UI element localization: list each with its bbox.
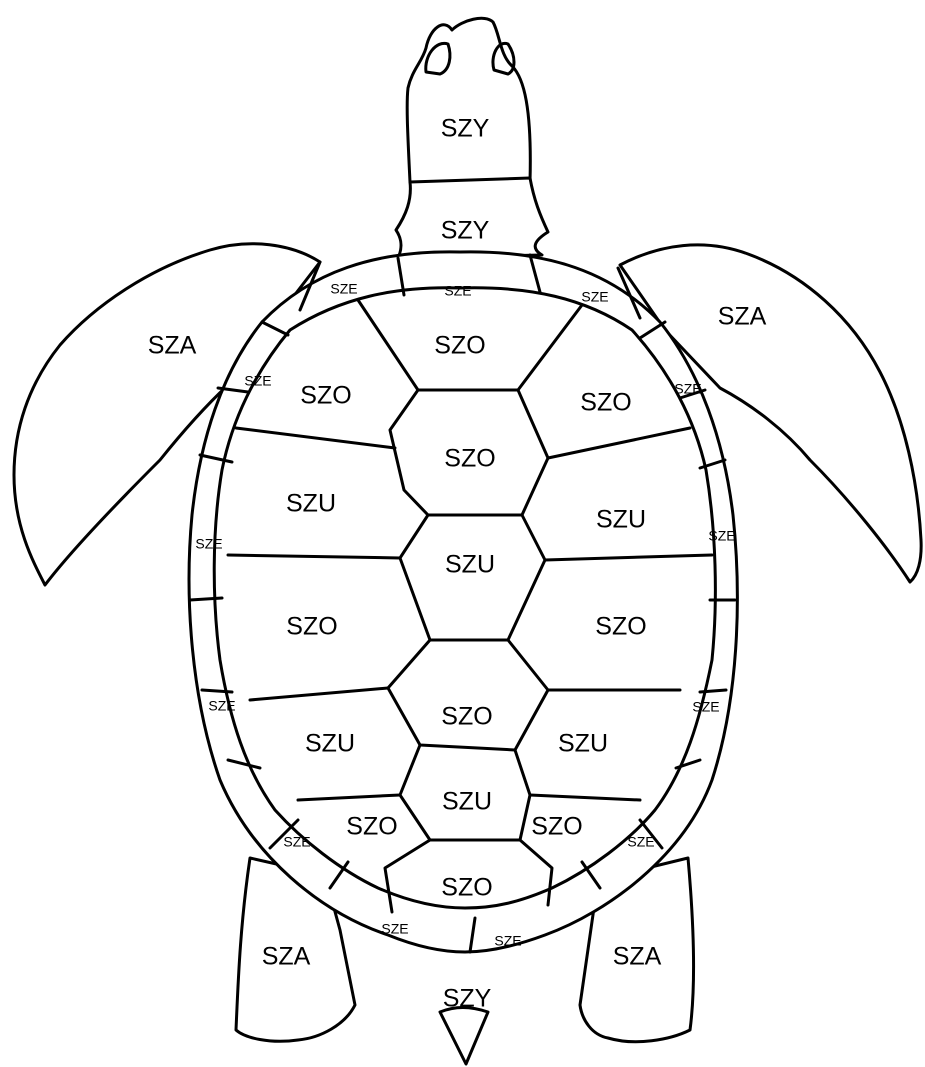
marginal-label-13: SZE bbox=[494, 933, 521, 949]
marginal-label-10: SZE bbox=[283, 834, 310, 850]
tail-label: SZY bbox=[443, 985, 492, 1013]
central-scute-label-3: SZU bbox=[445, 551, 495, 579]
central-scute-label-2: SZO bbox=[444, 445, 495, 473]
marginal-label-11: SZE bbox=[627, 834, 654, 850]
head-label: SZY bbox=[441, 115, 490, 143]
marginal-label-3: SZE bbox=[581, 289, 608, 305]
lateral-right-label-5: SZO bbox=[531, 813, 582, 841]
central-scute-label-1: SZO bbox=[434, 332, 485, 360]
lateral-left-label-3: SZO bbox=[286, 613, 337, 641]
head bbox=[407, 18, 530, 182]
marginal-label-4: SZE bbox=[244, 373, 271, 389]
lateral-right-label-3: SZO bbox=[595, 613, 646, 641]
marginal-label-6: SZE bbox=[195, 536, 222, 552]
central-scute-label-4: SZO bbox=[441, 703, 492, 731]
lateral-left-label-1: SZO bbox=[300, 382, 351, 410]
central-scute-label-5: SZU bbox=[442, 788, 492, 816]
rear-right-flipper-label: SZA bbox=[613, 943, 662, 971]
marginal-label-8: SZE bbox=[208, 698, 235, 714]
marginal-label-9: SZE bbox=[692, 699, 719, 715]
rear-left-flipper-label: SZA bbox=[262, 943, 311, 971]
marginal-label-7: SZE bbox=[708, 528, 735, 544]
lateral-right-label-4: SZU bbox=[558, 730, 608, 758]
lateral-right-label-1: SZO bbox=[580, 389, 631, 417]
lateral-left-label-4: SZU bbox=[305, 730, 355, 758]
marginal-label-5: SZE bbox=[674, 381, 701, 397]
central-scute-label-6: SZO bbox=[441, 874, 492, 902]
marginal-label-1: SZE bbox=[444, 283, 471, 299]
lateral-left-label-5: SZO bbox=[346, 813, 397, 841]
tail bbox=[440, 1008, 488, 1065]
front-left-flipper-label: SZA bbox=[148, 332, 197, 360]
front-right-flipper-label: SZA bbox=[718, 303, 767, 331]
marginal-label-12: SZE bbox=[381, 921, 408, 937]
lateral-left-label-2: SZU bbox=[286, 490, 336, 518]
marginal-label-2: SZE bbox=[330, 281, 357, 297]
neck-label: SZY bbox=[441, 217, 490, 245]
lateral-right-label-2: SZU bbox=[596, 506, 646, 534]
